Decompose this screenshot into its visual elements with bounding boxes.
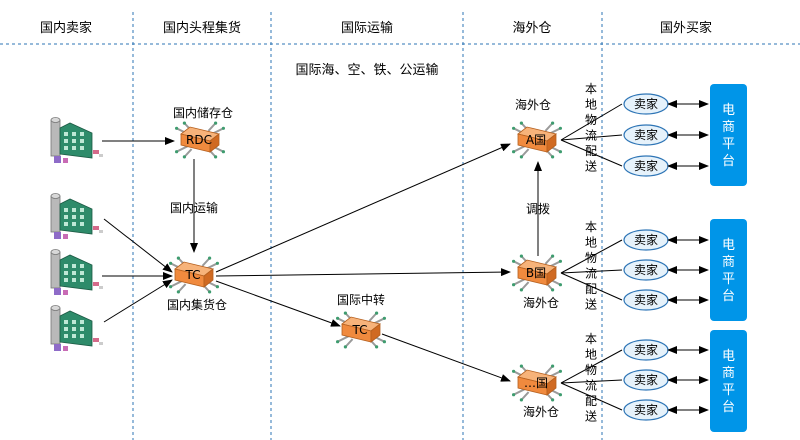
platform-char: 台 xyxy=(722,400,735,415)
platform-char: 商 xyxy=(722,255,735,270)
wh-b-warehouse-label: B国 xyxy=(526,266,546,280)
seller-label: 卖家 xyxy=(634,342,658,357)
local-delivery-char: 本 xyxy=(585,220,597,234)
wh-a-title: 海外仓 xyxy=(515,97,551,112)
local-delivery-char: 送 xyxy=(585,409,597,424)
fanout-line xyxy=(560,103,623,141)
arrow-seller4-to-tc xyxy=(103,279,173,323)
seller-label: 卖家 xyxy=(634,372,658,387)
local-delivery-char: 配 xyxy=(585,282,597,296)
arrow-tc-to-wh-b xyxy=(215,268,511,277)
rdc-warehouse-label: RDC xyxy=(186,133,212,147)
seller-arrows xyxy=(102,137,542,382)
platform-char: 平 xyxy=(722,272,735,287)
ecommerce-platform xyxy=(710,219,747,321)
local-delivery-char: 本 xyxy=(585,332,597,346)
seller-label: 卖家 xyxy=(634,262,658,277)
seller-label: 卖家 xyxy=(634,127,658,142)
transfer-title: 国际中转 xyxy=(337,292,385,307)
transport-modes-label: 国际海、空、铁、公运输 xyxy=(295,62,438,78)
local-delivery-char: 地 xyxy=(585,236,597,250)
tc-title: 国内集货仓 xyxy=(167,297,227,312)
wh-a-warehouse-label: A国 xyxy=(526,133,546,147)
ecommerce-platform xyxy=(710,84,747,186)
factory-icon xyxy=(50,249,103,295)
local-delivery-char: 送 xyxy=(585,159,597,174)
fanout-line xyxy=(560,239,623,274)
rdc-title: 国内储存仓 xyxy=(173,105,233,120)
local-delivery-char: 物 xyxy=(585,251,597,265)
platform-char: 商 xyxy=(722,366,735,381)
fanout-line xyxy=(560,269,623,274)
factory-icon xyxy=(50,117,103,163)
wh-b-title: 海外仓 xyxy=(523,295,559,310)
platform-char: 电 xyxy=(722,103,735,118)
seller-label: 卖家 xyxy=(634,96,658,111)
column-dividers xyxy=(0,12,800,440)
transfer-warehouse: TC xyxy=(336,311,386,349)
transfer-warehouse-label: TC xyxy=(351,323,367,337)
tc-warehouse-label: TC xyxy=(184,268,200,282)
domestic-sellers xyxy=(50,117,103,351)
seller-label: 卖家 xyxy=(634,232,658,247)
wh-b-warehouse: B国 xyxy=(511,254,563,292)
fanout-line xyxy=(560,134,623,141)
wh-c-warehouse: …国 xyxy=(511,364,563,402)
column-header-first-mile: 国内头程集货 xyxy=(163,20,241,36)
wh-c-warehouse-label: …国 xyxy=(524,376,548,390)
wh-c-title: 海外仓 xyxy=(523,404,559,419)
platform-char: 平 xyxy=(722,137,735,152)
local-delivery-char: 流 xyxy=(585,267,597,281)
seller-label: 卖家 xyxy=(634,292,658,307)
column-header-domestic-seller: 国内卖家 xyxy=(40,20,92,36)
local-delivery-char: 地 xyxy=(585,98,597,112)
platform-char: 台 xyxy=(722,289,735,304)
local-delivery-char: 物 xyxy=(585,363,597,377)
arrow-seller2-to-tc xyxy=(103,218,173,273)
factory-icon xyxy=(50,193,103,239)
rdc-warehouse: RDC xyxy=(175,121,225,159)
ecommerce-platform xyxy=(710,330,747,432)
seller-label: 卖家 xyxy=(634,402,658,417)
local-delivery-char: 流 xyxy=(585,129,597,143)
fanout-line xyxy=(560,139,623,167)
platform-char: 电 xyxy=(722,238,735,253)
arrow-tc-to-wh-a xyxy=(215,143,511,273)
fanout-line xyxy=(560,349,623,384)
platform-char: 平 xyxy=(722,383,735,398)
local-delivery-char: 地 xyxy=(585,348,597,362)
tc-warehouse: TC xyxy=(169,256,219,294)
column-header-foreign-buyer: 国外买家 xyxy=(660,20,712,36)
wh-a-warehouse: A国 xyxy=(511,121,563,159)
local-delivery-char: 送 xyxy=(585,297,597,312)
fanout-line xyxy=(560,379,623,384)
local-delivery-char: 本 xyxy=(585,82,597,96)
allocate-label: 调拨 xyxy=(526,202,550,216)
fanout-line xyxy=(560,272,623,301)
platform-char: 电 xyxy=(722,349,735,364)
warehouses: RDC TC TC A国 B国 …国 xyxy=(169,121,563,402)
factory-icon xyxy=(50,305,103,351)
platform-char: 商 xyxy=(722,120,735,135)
column-header-overseas-wh: 海外仓 xyxy=(512,21,551,36)
fanout-line xyxy=(560,382,623,411)
domestic-transport-label: 国内运输 xyxy=(170,200,218,215)
platform-char: 台 xyxy=(722,154,735,169)
column-header-intl-transport: 国际运输 xyxy=(341,20,393,36)
local-delivery-char: 流 xyxy=(585,379,597,393)
seller-label: 卖家 xyxy=(634,158,658,173)
arrow-tc-to-transfer xyxy=(215,280,341,327)
arrow-transfer-to-wh-c xyxy=(381,333,511,382)
